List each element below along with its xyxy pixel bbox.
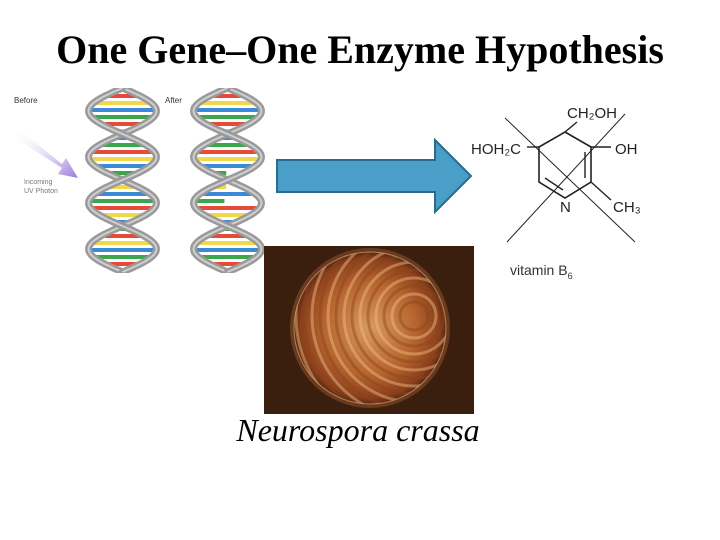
- vitamin-label: vitamin B6: [510, 262, 573, 281]
- slide-title: One Gene–One Enzyme Hypothesis: [56, 27, 664, 72]
- molecule-group-right: OH: [615, 141, 638, 158]
- after-label: After: [165, 96, 182, 105]
- vitamin-name: vitamin B: [510, 262, 568, 278]
- dna-helix-after-icon: [190, 88, 265, 273]
- uv-photon-arrow-icon: [12, 130, 78, 178]
- molecule-group-bottom: CH₃: [613, 199, 641, 216]
- right-arrow-icon: [276, 138, 473, 215]
- uv-photon-label: Incoming UV Photon: [24, 179, 58, 195]
- organism-caption: Neurospora crassa: [236, 412, 480, 448]
- vitamin-subscript: 6: [567, 270, 573, 281]
- molecule-group-left: HOH₂C: [471, 141, 521, 158]
- molecule-group-top: CH₂OH: [567, 105, 617, 122]
- before-label: Before: [14, 96, 38, 105]
- vitamin-b6-structure-icon: CH₂OH HOH₂C OH N CH₃: [471, 105, 641, 243]
- dna-helix-before-icon: [85, 88, 160, 273]
- neurospora-petri-dish-image: [264, 246, 474, 414]
- molecule-ring-atom: N: [560, 199, 571, 216]
